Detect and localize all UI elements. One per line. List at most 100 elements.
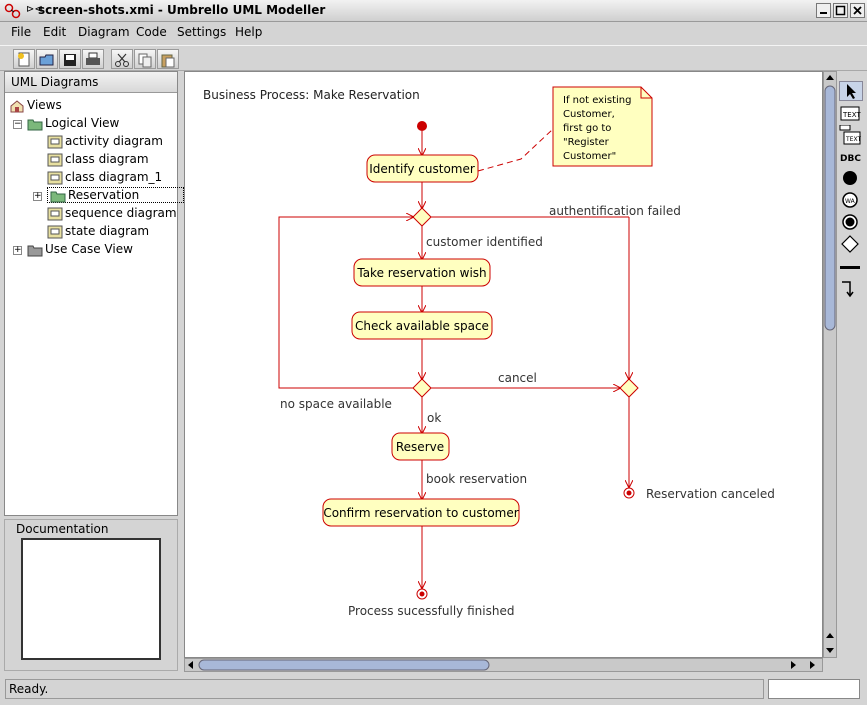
diagram-icon bbox=[47, 135, 63, 148]
toolbar bbox=[0, 45, 867, 71]
open-button[interactable] bbox=[36, 49, 58, 69]
horizontal-scrollbar[interactable] bbox=[184, 658, 823, 672]
tree-item-label: Logical View bbox=[45, 116, 120, 130]
decision-node[interactable] bbox=[412, 207, 432, 227]
note-tool-button[interactable]: TEXT bbox=[839, 124, 863, 145]
arrow-icon bbox=[847, 84, 856, 99]
label-customer-identified: customer identified bbox=[426, 235, 543, 249]
svg-text:WA: WA bbox=[845, 198, 856, 205]
note[interactable]: If not existing Customer, first go to "R… bbox=[552, 86, 653, 167]
title-bar: ⊳⊲ screen-shots.xmi - Umbrello UML Model… bbox=[0, 0, 867, 22]
activity-reserve[interactable] bbox=[391, 432, 450, 461]
decision-node[interactable] bbox=[412, 378, 432, 398]
transition-loop[interactable] bbox=[278, 217, 413, 389]
menu-bar: File Edit Diagram Code Settings Help bbox=[0, 23, 867, 43]
decision-tool-button[interactable] bbox=[839, 235, 863, 255]
pin-icon[interactable]: ⊳⊲ bbox=[26, 4, 43, 15]
tree-item-logical-view[interactable]: Logical View bbox=[27, 114, 119, 132]
activity-diagram: Business Process: Make Reservation If no… bbox=[203, 86, 775, 618]
fork-tool-button[interactable] bbox=[839, 259, 863, 279]
documentation-title: Documentation bbox=[13, 522, 112, 536]
tree-item-use-case-view[interactable]: Use Case View bbox=[27, 240, 133, 258]
collapse-toggle[interactable]: − bbox=[13, 119, 22, 129]
note-line: Customer" bbox=[563, 151, 616, 162]
branch-tool-button[interactable]: WA bbox=[839, 191, 863, 211]
expand-toggle[interactable]: + bbox=[13, 245, 22, 255]
status-bar: Ready. bbox=[0, 676, 867, 705]
menu-code[interactable]: Code bbox=[136, 25, 167, 39]
transition-tool-button[interactable] bbox=[839, 279, 863, 299]
activity-label: Take reservation wish bbox=[356, 266, 486, 280]
vertical-scroll-thumb bbox=[824, 85, 836, 331]
tool-palette: TEXT TEXT DBC WA bbox=[838, 71, 864, 671]
label-book-reservation: book reservation bbox=[426, 472, 527, 486]
new-button[interactable] bbox=[13, 49, 35, 69]
tree-item-class-diagram-1[interactable]: class diagram_1 bbox=[47, 168, 162, 186]
diagram-icon bbox=[47, 171, 63, 184]
initial-state[interactable] bbox=[417, 121, 427, 131]
menu-help[interactable]: Help bbox=[235, 25, 263, 39]
scroll-down-arrow-icon bbox=[826, 648, 834, 653]
text-tool-button[interactable]: TEXT bbox=[839, 105, 863, 125]
label-auth-failed: authentification failed bbox=[549, 204, 681, 218]
minimize-button[interactable] bbox=[816, 3, 831, 18]
final-state-tool-button[interactable] bbox=[839, 213, 863, 233]
tree-item-label: sequence diagram bbox=[65, 206, 177, 220]
scissors-icon bbox=[115, 53, 129, 67]
svg-text:TEXT: TEXT bbox=[845, 136, 861, 143]
copy-button[interactable] bbox=[134, 49, 156, 69]
tree-item-views[interactable]: Views bbox=[9, 96, 62, 114]
diagram-canvas[interactable]: Business Process: Make Reservation If no… bbox=[184, 71, 823, 658]
open-folder-icon bbox=[39, 54, 54, 66]
documentation-textarea[interactable] bbox=[21, 538, 161, 660]
tree-item-state-diagram[interactable]: state diagram bbox=[47, 222, 149, 240]
tree-header[interactable]: UML Diagrams bbox=[5, 72, 177, 93]
label-no-space: no space available bbox=[280, 397, 392, 411]
documentation-panel: Documentation bbox=[4, 519, 178, 671]
maximize-button[interactable] bbox=[833, 3, 848, 18]
tree-item-reservation[interactable]: Reservation bbox=[47, 186, 185, 204]
save-button[interactable] bbox=[59, 49, 81, 69]
activity-label: Identify customer bbox=[369, 162, 475, 176]
status-text: Ready. bbox=[5, 679, 764, 699]
svg-text:DBC: DBC bbox=[840, 154, 861, 164]
menu-settings[interactable]: Settings bbox=[177, 25, 227, 39]
vertical-scrollbar[interactable] bbox=[823, 71, 837, 658]
text-icon: TEXT bbox=[839, 124, 861, 145]
tree-view-panel: UML Diagrams Views − Logical View activi… bbox=[4, 71, 185, 516]
status-field bbox=[768, 679, 860, 699]
tree-item-activity-diagram[interactable]: activity diagram bbox=[47, 132, 163, 150]
doc-tool-button[interactable]: DBC bbox=[839, 149, 863, 169]
svg-text:TEXT: TEXT bbox=[842, 111, 861, 119]
diagram-icon bbox=[47, 225, 63, 238]
tree-item-label: Views bbox=[27, 98, 62, 112]
close-button[interactable] bbox=[850, 3, 865, 18]
horizontal-scroll-thumb bbox=[198, 659, 490, 671]
new-document-icon bbox=[18, 52, 30, 67]
folder-icon bbox=[50, 191, 66, 202]
menu-file[interactable]: File bbox=[11, 25, 32, 39]
transition-icon bbox=[842, 281, 854, 298]
scroll-right-arrow-icon bbox=[810, 661, 815, 669]
initial-state-tool-button[interactable] bbox=[839, 169, 863, 189]
menu-edit[interactable]: Edit bbox=[43, 25, 67, 39]
paste-button[interactable] bbox=[157, 49, 179, 69]
diagram-icon bbox=[47, 207, 63, 220]
final-state-dot bbox=[419, 591, 425, 597]
tree-item-class-diagram[interactable]: class diagram bbox=[47, 150, 149, 168]
print-button[interactable] bbox=[82, 49, 104, 69]
expand-toggle[interactable]: + bbox=[33, 191, 42, 201]
cut-button[interactable] bbox=[111, 49, 133, 69]
floppy-disk-icon bbox=[64, 54, 76, 66]
activity-confirm-reservation[interactable] bbox=[322, 498, 520, 527]
menu-diagram[interactable]: Diagram bbox=[78, 25, 130, 39]
diagram-icon bbox=[47, 153, 63, 166]
activity-label: Confirm reservation to customer bbox=[323, 506, 518, 520]
activity-label: Reserve bbox=[396, 440, 444, 454]
merge-node[interactable] bbox=[619, 378, 639, 398]
tree-item-sequence-diagram[interactable]: sequence diagram bbox=[47, 204, 177, 222]
tree-item-label: activity diagram bbox=[65, 134, 163, 148]
select-tool-button[interactable] bbox=[839, 81, 863, 101]
label-process-finished: Process sucessfully finished bbox=[348, 604, 514, 618]
label-cancel: cancel bbox=[498, 371, 537, 385]
